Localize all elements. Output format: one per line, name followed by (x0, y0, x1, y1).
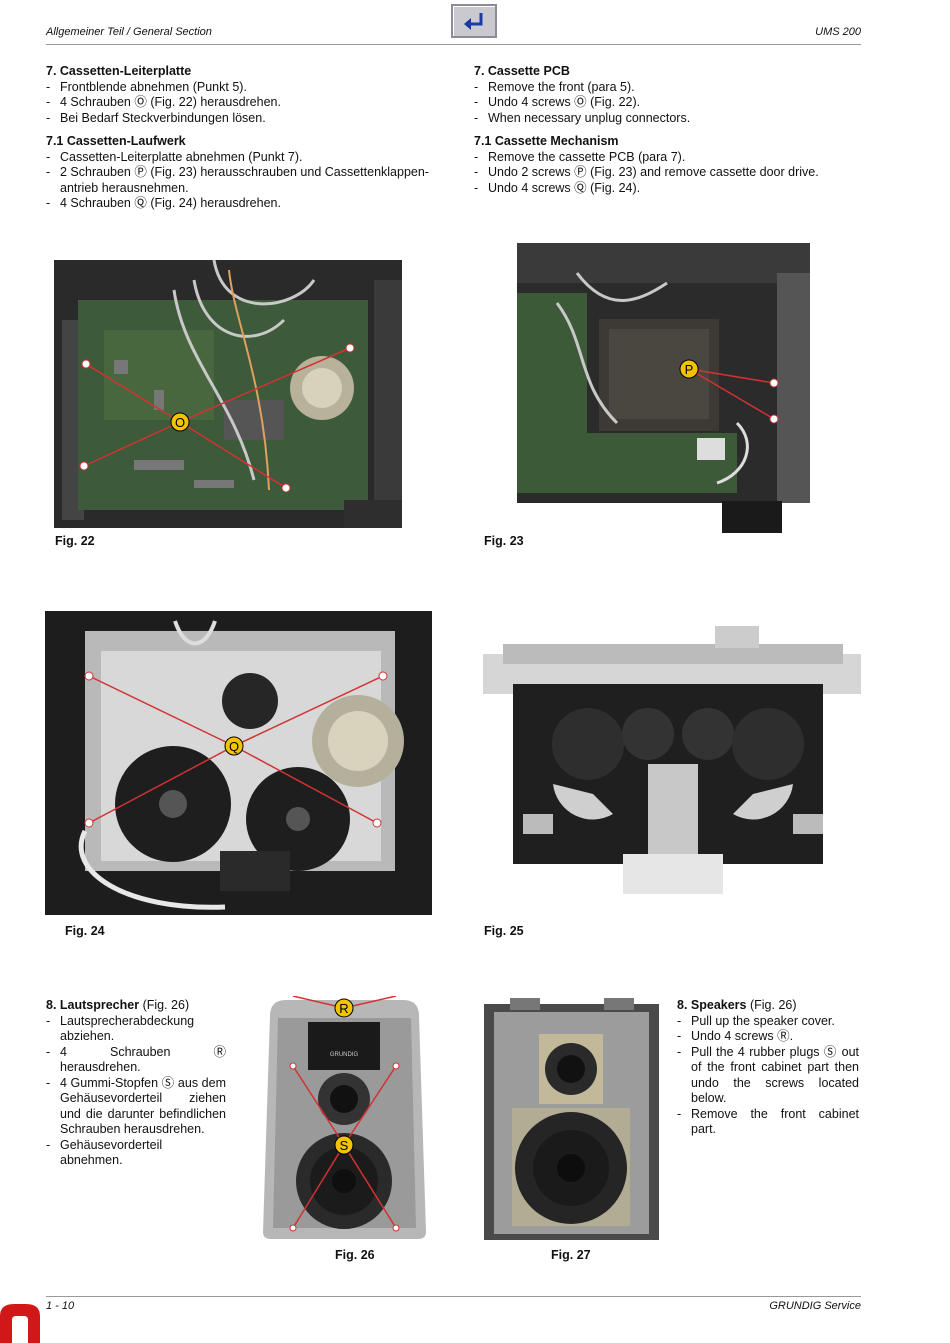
list-item-text: 4 Gummi-Stopfen Ⓢ aus dem Gehäusevordert… (60, 1075, 226, 1137)
list-item: -4 Schrauben Ⓡ herausdrehen. (46, 1044, 226, 1075)
list-item: -Pull up the speaker cover. (677, 1014, 859, 1030)
list-item-text: Remove the front (para 5). (488, 79, 635, 94)
list-item: -Undo 4 screws Ⓡ. (677, 1029, 859, 1045)
list-item: -2 Schrauben Ⓟ (Fig. 23) herausschrauben… (46, 165, 436, 196)
grundig-logo-icon (0, 1302, 40, 1343)
section-title: 7.1 Cassette Mechanism (474, 134, 619, 148)
section-title: 8. Lautsprecher (46, 998, 140, 1012)
de-section-8-title: 8. Lautsprecher (Fig. 26) (46, 998, 226, 1014)
page-number: 1 - 10 (46, 1300, 75, 1312)
list-item: -4 Schrauben Ⓞ (Fig. 22) herausdrehen. (46, 95, 436, 111)
list-item: -Remove the cassette PCB (para 7). (474, 150, 864, 166)
figure-caption: Fig. 25 (484, 924, 524, 938)
de-section-7: 7. Cassetten-Leiterplatte -Frontblende a… (46, 64, 436, 126)
figure-caption: Fig. 22 (55, 534, 95, 548)
header-divider (46, 44, 861, 45)
screw-marker-r: R (339, 1001, 348, 1016)
figure-24-cassette-mechanism-photo: Q (45, 611, 432, 915)
list-item: -Gehäusevorderteil abnehmen. (46, 1138, 226, 1169)
list-item: -Undo 4 screws Ⓞ (Fig. 22). (474, 95, 864, 111)
list-item: -Undo 2 screws Ⓟ (Fig. 23) and remove ca… (474, 165, 864, 181)
figure-caption: Fig. 24 (65, 924, 105, 938)
section-title: 7. Cassette PCB (474, 64, 570, 78)
list-item: -Lautsprecherabdeckung abziehen. (46, 1014, 226, 1045)
list-item-text: 2 Schrauben Ⓟ (Fig. 23) herausschrauben … (60, 165, 429, 195)
figure-caption: Fig. 23 (484, 534, 524, 548)
list-item-text: Pull the 4 rubber plugs Ⓢ out of the fro… (691, 1044, 859, 1106)
english-text-column: 7. Cassette PCB -Remove the front (para … (474, 64, 864, 204)
list-item-text: Undo 4 screws Ⓡ. (691, 1029, 794, 1043)
screw-marker-q: Q (229, 739, 239, 754)
list-item: -Frontblende abnehmen (Punkt 5). (46, 80, 436, 96)
list-item-text: Undo 4 screws Ⓠ (Fig. 24). (488, 180, 641, 195)
list-item-text: 4 Schrauben Ⓞ (Fig. 22) herausdrehen. (60, 95, 281, 109)
en-section-7-1: 7.1 Cassette Mechanism -Remove the casse… (474, 134, 864, 196)
list-item-text: Remove the cassette PCB (para 7). (488, 149, 686, 164)
header-right: UMS 200 (815, 26, 861, 38)
figure-22-cassette-pcb-photo: O (54, 260, 402, 528)
list-item: -Remove the front cabinet part. (677, 1106, 859, 1137)
list-item-text: 4 Schrauben Ⓡ herausdrehen. (60, 1044, 226, 1075)
list-item-text: Bei Bedarf Steckverbindungen lösen. (60, 110, 266, 125)
screw-marker-s: S (340, 1138, 349, 1153)
list-item: -When necessary unplug connectors. (474, 111, 864, 127)
german-text-column: 7. Cassetten-Leiterplatte -Frontblende a… (46, 64, 436, 220)
figure-26-speaker-photo: GRUNDIG R S (260, 996, 429, 1241)
section-title-suffix: (Fig. 26) (139, 998, 190, 1012)
list-item: -4 Gummi-Stopfen Ⓢ aus dem Gehäusevorder… (46, 1075, 226, 1137)
list-item-text: Lautsprecherabdeckung abziehen. (60, 1013, 195, 1044)
section-title-suffix: (Fig. 26) (746, 998, 797, 1012)
english-speaker-column: 8. Speakers (Fig. 26) -Pull up the speak… (677, 998, 859, 1138)
list-item-text: Undo 2 screws Ⓟ (Fig. 23) and remove cas… (488, 165, 819, 179)
screw-marker-p: P (685, 362, 694, 377)
figure-caption: Fig. 26 (335, 1248, 375, 1262)
figure-25-cassette-mechanism-photo (483, 624, 861, 904)
list-item: -4 Schrauben Ⓠ (Fig. 24) herausdrehen. (46, 196, 436, 212)
en-section-7: 7. Cassette PCB -Remove the front (para … (474, 64, 864, 126)
back-button[interactable] (451, 4, 497, 38)
list-item-text: Remove the front cabinet part. (691, 1106, 859, 1137)
list-item-text: Gehäusevorderteil abnehmen. (60, 1137, 163, 1168)
list-item-text: Cassetten-Leiterplatte abnehmen (Punkt 7… (60, 149, 303, 164)
footer-brand: GRUNDIG Service (769, 1300, 861, 1312)
figure-23-cassette-door-drive-photo: P (517, 243, 810, 540)
list-item: -Remove the front (para 5). (474, 80, 864, 96)
section-title: 7.1 Cassetten-Laufwerk (46, 134, 186, 148)
header-left: Allgemeiner Teil / General Section (46, 26, 212, 38)
list-item-text: Undo 4 screws Ⓞ (Fig. 22). (488, 95, 641, 109)
list-item-text: 4 Schrauben Ⓠ (Fig. 24) herausdrehen. (60, 196, 281, 210)
list-item: -Cassetten-Leiterplatte abnehmen (Punkt … (46, 150, 436, 166)
section-title: 8. Speakers (677, 998, 747, 1012)
list-item: -Bei Bedarf Steckverbindungen lösen. (46, 111, 436, 127)
list-item-text: Pull up the speaker cover. (691, 1013, 835, 1028)
de-section-7-1: 7.1 Cassetten-Laufwerk -Cassetten-Leiter… (46, 134, 436, 212)
german-speaker-column: 8. Lautsprecher (Fig. 26) -Lautsprechera… (46, 998, 226, 1169)
brand-label: GRUNDIG (330, 1052, 359, 1058)
figure-caption: Fig. 27 (551, 1248, 591, 1262)
footer-divider (46, 1296, 861, 1297)
list-item-text: Frontblende abnehmen (Punkt 5). (60, 79, 247, 94)
figure-27-speaker-cabinet-photo (484, 996, 659, 1242)
screw-marker-o: O (175, 415, 185, 430)
section-title: 7. Cassetten-Leiterplatte (46, 64, 192, 78)
en-section-8-title: 8. Speakers (Fig. 26) (677, 998, 859, 1014)
list-item: -Pull the 4 rubber plugs Ⓢ out of the fr… (677, 1044, 859, 1106)
list-item: -Undo 4 screws Ⓠ (Fig. 24). (474, 181, 864, 197)
return-arrow-icon (464, 13, 483, 30)
list-item-text: When necessary unplug connectors. (488, 110, 691, 125)
